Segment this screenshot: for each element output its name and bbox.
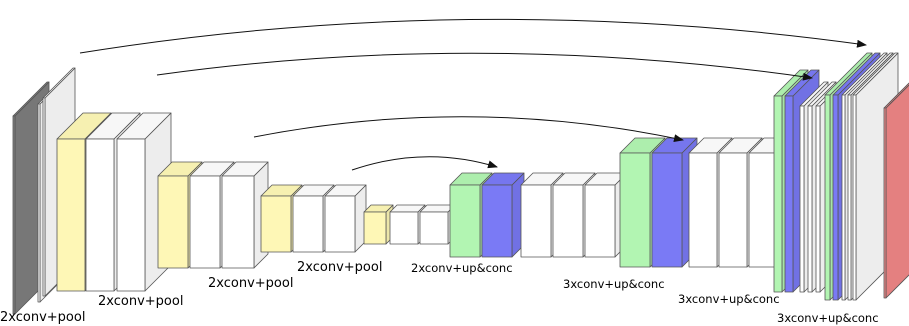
block-front-face <box>852 94 857 301</box>
stage-labels: 2xconv+pool 2xconv+pool 2xconv+pool 2xco… <box>0 260 879 325</box>
block-front-face <box>619 152 651 268</box>
block-front-face <box>12 115 16 315</box>
label-decoder-2: 3xconv+up&conc <box>563 277 665 291</box>
block-front-face <box>799 105 805 293</box>
skip-connection-3 <box>253 116 684 143</box>
block-front-face <box>718 152 748 268</box>
block-front-face <box>552 184 584 258</box>
label-encoder-1: 2xconv+pool <box>0 310 85 325</box>
label-decoder-3: 3xconv+up&conc <box>678 292 780 306</box>
block-front-face <box>221 175 255 269</box>
label-decoder-1: 2xconv+up&conc <box>411 261 513 275</box>
layer-blocks <box>12 52 909 315</box>
layer-block-concat-16 <box>481 172 525 258</box>
block-front-face <box>157 175 189 269</box>
block-front-face <box>651 152 683 268</box>
skip-connection-2 <box>156 52 813 81</box>
skip-connections <box>79 18 867 171</box>
block-front-face <box>584 184 616 258</box>
layer-block-pool-12 <box>363 204 394 245</box>
block-front-face <box>832 94 839 301</box>
block-front-face <box>481 184 513 258</box>
block-front-face <box>56 138 86 292</box>
block-front-face <box>389 211 419 245</box>
block-front-face <box>748 152 776 268</box>
block-front-face <box>841 94 846 301</box>
block-front-face <box>773 95 783 293</box>
label-encoder-3: 2xconv+pool <box>208 276 293 291</box>
block-front-face <box>688 152 718 268</box>
block-front-face <box>324 195 356 253</box>
block-front-face <box>189 175 221 269</box>
block-front-face <box>883 107 887 299</box>
block-front-face <box>419 211 449 245</box>
block-front-face <box>42 97 46 297</box>
block-side-face <box>885 84 909 299</box>
block-front-face <box>116 138 146 292</box>
block-front-face <box>520 184 552 258</box>
block-front-face <box>260 195 292 253</box>
block-front-face <box>85 138 115 292</box>
skip-connection-1 <box>79 18 867 54</box>
block-front-face <box>449 184 481 258</box>
layer-block-output-35 <box>883 82 909 299</box>
block-front-face <box>847 94 852 301</box>
block-front-face <box>807 105 813 293</box>
block-front-face <box>37 103 41 303</box>
block-front-face <box>815 105 821 293</box>
label-decoder-4: 3xconv+up&conc <box>777 311 879 325</box>
block-front-face <box>824 94 831 301</box>
skip-connection-4 <box>351 156 498 171</box>
block-front-face <box>292 195 324 253</box>
label-encoder-4: 2xconv+pool <box>297 260 382 275</box>
block-front-face <box>363 211 387 245</box>
layer-block-conv-11 <box>324 184 367 253</box>
block-front-face <box>784 95 794 293</box>
label-encoder-2: 2xconv+pool <box>98 294 183 309</box>
